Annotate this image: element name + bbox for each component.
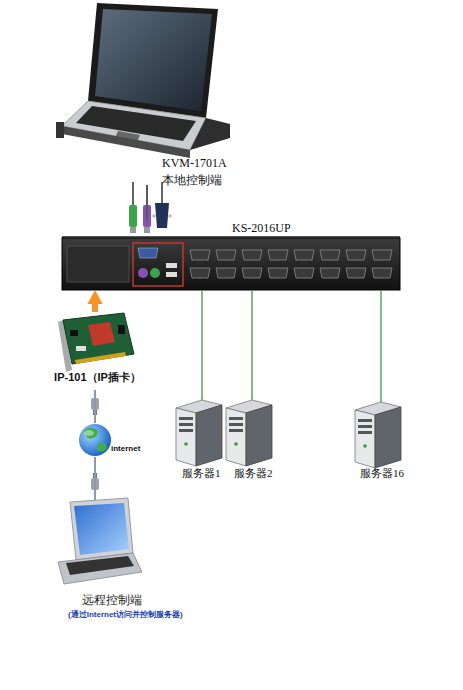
device-label: IP-101（IP插卡） [30,370,165,384]
network-plug [93,473,97,478]
network-label: internet [111,444,151,454]
kvm-switch-drawing [133,243,183,286]
device-label: 远程控制端 [82,593,172,608]
server: 服务器2 [226,400,280,482]
cable-plugs [132,182,134,205]
kvm-console-drawing [88,3,218,118]
globe-drawing [79,424,111,456]
kvm-switch-drawing [346,268,366,278]
kvm-switch-drawing [372,268,392,278]
kvm-switch-drawing [346,250,366,260]
kvm-switch-drawing [320,250,340,260]
insert-arrow [92,300,98,312]
server-towers [176,400,401,468]
laptop-drawing [58,498,142,584]
kvm-console-drawing [190,118,230,150]
ip-card-drawing [63,313,134,364]
kvm-console-drawing [56,3,230,158]
laptop-drawing [66,556,134,575]
ip-card-drawing [76,346,86,351]
kvm-console-drawing [62,126,190,158]
kvm-switch-drawing [294,268,314,278]
server-towers [226,400,272,466]
kvm-switch-drawing [67,246,129,282]
kvm-switch-drawing [166,263,177,268]
kvm-switch-drawing [62,238,400,290]
kvm-switch-drawing [320,268,340,278]
cable-plugs [155,203,169,228]
cable-plugs [152,214,156,218]
kvm-console-drawing [95,9,212,111]
cable-link [146,185,148,220]
kvm-switch-drawing [166,272,177,277]
kvm-switch-drawing [268,268,288,278]
kvm-switch-drawing [138,268,148,278]
kvm-switch-drawing [62,236,400,290]
server-cable [380,290,381,402]
kvm-console-drawing [56,122,64,138]
note-text: (通过Internet访问并控制服务器) [68,609,213,620]
server-cable [201,290,202,400]
kvm-switch-drawing [242,250,262,260]
network-plug [91,478,99,490]
globe-drawing [84,428,98,439]
server-label: 服务器1 [182,466,228,480]
server: 服务器1 [176,400,224,482]
ip-card-drawing [75,352,126,364]
ip-card-drawing [118,325,125,334]
kvm-switch-drawing [216,268,236,278]
kvm-switch-drawing [150,268,160,278]
server-label: 服务器16 [360,466,417,480]
kvm-console: KVM-1701A 本地控制端 [65,2,240,185]
kvm-switch-drawing [190,268,210,278]
device-label: KVM-1701A 本地控制端 [162,155,238,189]
server-label: 服务器2 [234,466,280,480]
kvm-switch-drawing [372,250,392,260]
server-towers [355,402,401,468]
kvm-switch-drawing [138,248,158,258]
laptop-drawing [74,503,129,555]
server-cable [251,290,252,400]
device-label: KS-2016UP [232,220,322,237]
laptop-drawing [70,498,133,560]
network-plug [91,398,99,410]
ip-card: IP-101（IP插卡） [30,312,165,390]
server-towers [176,400,222,466]
network-plug [93,410,97,415]
kvm-switch-drawing [268,250,288,260]
laptop-drawing [58,553,142,584]
server: 服务器16 [355,402,417,484]
cable-plugs [129,182,172,233]
cable-plugs [168,214,172,218]
kvm-switch: KS-2016UP [62,220,400,290]
kvm-switch-drawing [216,250,236,260]
kvm-switch-drawing [242,268,262,278]
ip-card-drawing [70,330,78,336]
network-cable [94,390,96,423]
network-cable [94,457,96,500]
kvm-switch-drawing [294,250,314,260]
cable-plugs [130,227,136,233]
cable-plugs [144,227,150,233]
cable-plugs [129,205,137,227]
ip-card-drawing [58,313,134,372]
ip-card-drawing [88,322,115,346]
globe-drawing [97,443,107,452]
kvm-switch-drawing [190,250,210,260]
internet-globe: internet [76,423,146,457]
globe-drawing [79,424,111,456]
globe-drawing [84,430,94,436]
remote-console: 远程控制端(通过Internet访问并控制服务器) [50,500,215,622]
cable-plugs [143,205,151,227]
